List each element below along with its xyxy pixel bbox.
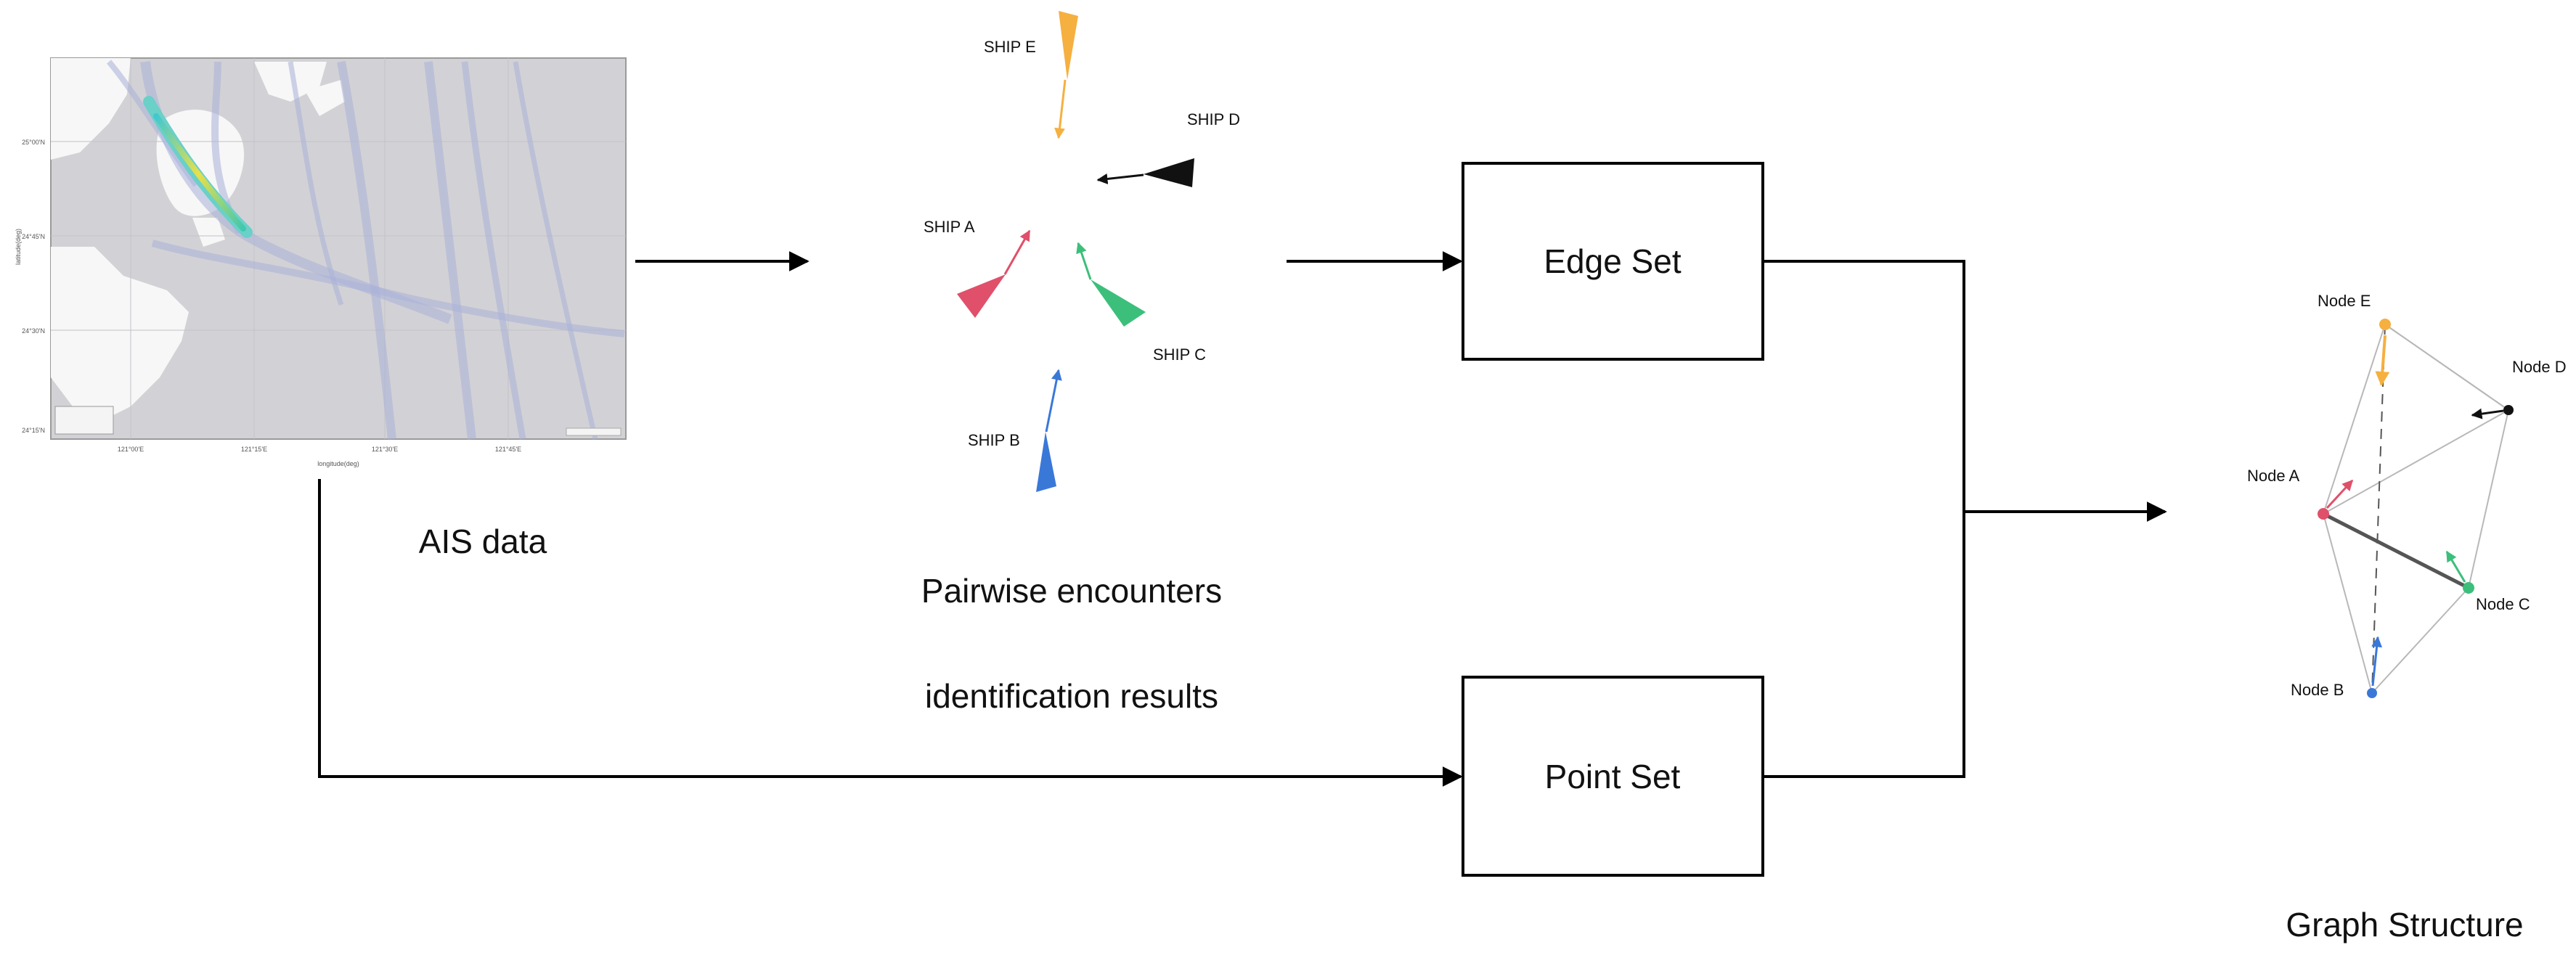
node-a-heading-arrow bbox=[2326, 479, 2354, 509]
ship-e-label: SHIP E bbox=[984, 38, 1036, 56]
ship-b-label: SHIP B bbox=[968, 431, 1020, 449]
ship-d-label: SHIP D bbox=[1187, 110, 1240, 128]
ship-d-heading-arrow bbox=[1096, 173, 1144, 184]
y-tick-label: 24°30'N bbox=[22, 327, 45, 335]
x-tick-label: 121°00'E bbox=[118, 446, 144, 453]
edge-set-label: Edge Set bbox=[1544, 242, 1681, 280]
ship-d-triangle bbox=[1144, 158, 1194, 187]
map-land bbox=[305, 80, 345, 116]
graph-edge-strong bbox=[2322, 512, 2470, 590]
ship-c-label: SHIP C bbox=[1153, 345, 1206, 364]
ais-map: 25°00'N 24°45'N 24°30'N 24°15'N 121°00'E… bbox=[15, 51, 632, 479]
ship-e-triangle bbox=[1059, 11, 1078, 80]
map-land bbox=[51, 58, 131, 160]
encounters-label-line2: identification results bbox=[925, 677, 1218, 715]
y-axis-label: latitude(deg) bbox=[15, 229, 22, 265]
map-land bbox=[192, 218, 225, 247]
merge-line bbox=[1763, 260, 1965, 778]
ship-b-triangle bbox=[1036, 432, 1056, 492]
node-b-heading-arrow bbox=[2371, 636, 2383, 687]
ship-c-triangle bbox=[1091, 279, 1146, 327]
node-c-heading-arrow bbox=[2445, 550, 2466, 583]
node-d-label: Node D bbox=[2512, 358, 2567, 376]
edge-set-box: Edge Set bbox=[1462, 162, 1764, 361]
ship-c-heading-arrow bbox=[1076, 242, 1092, 280]
x-tick-label: 121°30'E bbox=[372, 446, 398, 453]
arrow-ais-to-point-set bbox=[318, 479, 1463, 787]
ship-e-heading-arrow bbox=[1054, 79, 1067, 139]
node-b-label: Node B bbox=[2291, 681, 2344, 699]
ship-a-label: SHIP A bbox=[924, 218, 975, 236]
node-d bbox=[2503, 405, 2514, 415]
y-tick-label: 24°45'N bbox=[22, 233, 45, 240]
node-e-heading-arrow bbox=[2375, 335, 2390, 386]
map-hotspot bbox=[153, 113, 246, 232]
encounters-panel: SHIP E SHIP D SHIP A SHIP C SHIP B bbox=[924, 11, 1240, 492]
ais-data-label: AIS data bbox=[419, 523, 547, 560]
y-tick-label: 25°00'N bbox=[22, 139, 45, 146]
point-set-box: Point Set bbox=[1462, 676, 1764, 877]
x-tick-label: 121°45'E bbox=[495, 446, 521, 453]
graph-edges bbox=[2323, 324, 2509, 694]
map-scalebar bbox=[566, 427, 621, 436]
ship-a-heading-arrow bbox=[1003, 229, 1031, 275]
point-set-label: Point Set bbox=[1545, 758, 1681, 795]
y-tick-label: 24°15'N bbox=[22, 427, 45, 434]
ship-a-triangle bbox=[957, 274, 1006, 318]
map-legend-box bbox=[54, 406, 114, 435]
connectors bbox=[318, 251, 2167, 787]
ship-b-heading-arrow bbox=[1045, 369, 1062, 433]
node-c bbox=[2463, 582, 2474, 594]
node-d-heading-arrow bbox=[2471, 408, 2504, 419]
edge-set-rect bbox=[1462, 162, 1764, 361]
encounters-label-line1: Pairwise encounters bbox=[921, 572, 1222, 610]
graph-structure-label: Graph Structure bbox=[2286, 906, 2523, 943]
map-land bbox=[51, 247, 189, 421]
node-a bbox=[2318, 508, 2329, 520]
graph-structure: Node E Node D Node A Node C Node B bbox=[2247, 292, 2567, 699]
point-set-rect bbox=[1462, 676, 1764, 877]
node-a-label: Node A bbox=[2247, 467, 2299, 485]
node-e bbox=[2379, 319, 2391, 330]
x-tick-label: 121°15'E bbox=[241, 446, 267, 453]
x-axis-label: longitude(deg) bbox=[317, 460, 359, 467]
node-b bbox=[2367, 688, 2377, 698]
node-c-label: Node C bbox=[2476, 595, 2530, 613]
node-e-label: Node E bbox=[2318, 292, 2371, 310]
